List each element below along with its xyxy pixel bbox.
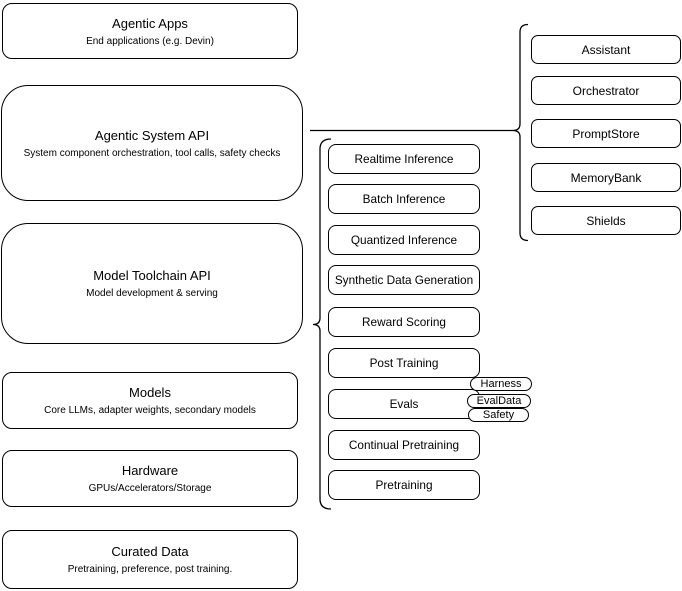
box-subtitle: Core LLMs, adapter weights, secondary mo…	[44, 405, 256, 416]
box-label: Realtime Inference	[354, 152, 454, 166]
system-components-brace	[512, 23, 529, 242]
box-title: Model Toolchain API	[93, 268, 211, 283]
pill-evaldata: EvalData	[467, 394, 531, 408]
box-promptstore: PromptStore	[531, 119, 681, 148]
box-label: Evals	[389, 397, 419, 411]
box-quantized-inference: Quantized Inference	[328, 225, 480, 255]
box-synthetic-data-generation: Synthetic Data Generation	[328, 265, 480, 295]
box-orchestrator: Orchestrator	[531, 76, 681, 105]
box-agentic-system-api: Agentic System API System component orch…	[1, 85, 303, 201]
pill-label: EvalData	[476, 394, 522, 407]
box-realtime-inference: Realtime Inference	[328, 144, 480, 174]
box-pretraining: Pretraining	[328, 470, 480, 500]
box-title: Hardware	[121, 463, 179, 478]
box-subtitle: Model development & serving	[86, 288, 218, 299]
box-label: Synthetic Data Generation	[334, 273, 474, 287]
box-label: Assistant	[581, 42, 631, 57]
box-shields: Shields	[531, 206, 681, 235]
box-label: Post Training	[369, 356, 439, 370]
box-label: Shields	[586, 213, 626, 228]
box-title: Models	[129, 385, 171, 400]
box-label: Quantized Inference	[350, 233, 458, 247]
box-title: Agentic Apps	[112, 15, 188, 31]
box-subtitle: GPUs/Accelerators/Storage	[88, 483, 212, 494]
box-subtitle: End applications (e.g. Devin)	[86, 35, 214, 47]
box-reward-scoring: Reward Scoring	[328, 307, 480, 337]
box-label: Pretraining	[375, 478, 433, 492]
box-subtitle: System component orchestration, tool cal…	[23, 147, 281, 159]
box-hardware: Hardware GPUs/Accelerators/Storage	[2, 450, 298, 507]
pill-label: Harness	[480, 377, 522, 390]
box-title: Curated Data	[111, 544, 189, 559]
box-post-training: Post Training	[328, 348, 480, 378]
box-label: MemoryBank	[570, 170, 642, 185]
box-label: PromptStore	[572, 126, 640, 141]
box-label: Reward Scoring	[362, 315, 446, 329]
box-assistant: Assistant	[531, 35, 681, 64]
pill-harness: Harness	[470, 377, 532, 391]
box-models: Models Core LLMs, adapter weights, secon…	[2, 372, 298, 429]
box-agentic-apps: Agentic Apps End applications (e.g. Devi…	[2, 3, 298, 59]
box-title: Agentic System API	[94, 127, 210, 143]
box-label: Orchestrator	[572, 83, 640, 98]
box-evals: Evals	[328, 389, 480, 419]
box-label: Continual Pretraining	[348, 438, 460, 452]
box-memorybank: MemoryBank	[531, 163, 681, 192]
box-label: Batch Inference	[362, 192, 446, 206]
pill-label: Safety	[482, 408, 515, 421]
box-model-toolchain-api: Model Toolchain API Model development & …	[1, 223, 303, 344]
box-continual-pretraining: Continual Pretraining	[328, 430, 480, 460]
box-batch-inference: Batch Inference	[328, 184, 480, 214]
pill-safety: Safety	[468, 408, 529, 422]
box-subtitle: Pretraining, preference, post training.	[67, 564, 233, 575]
box-curated-data: Curated Data Pretraining, preference, po…	[2, 530, 298, 589]
toolchain-services-brace	[312, 138, 332, 510]
